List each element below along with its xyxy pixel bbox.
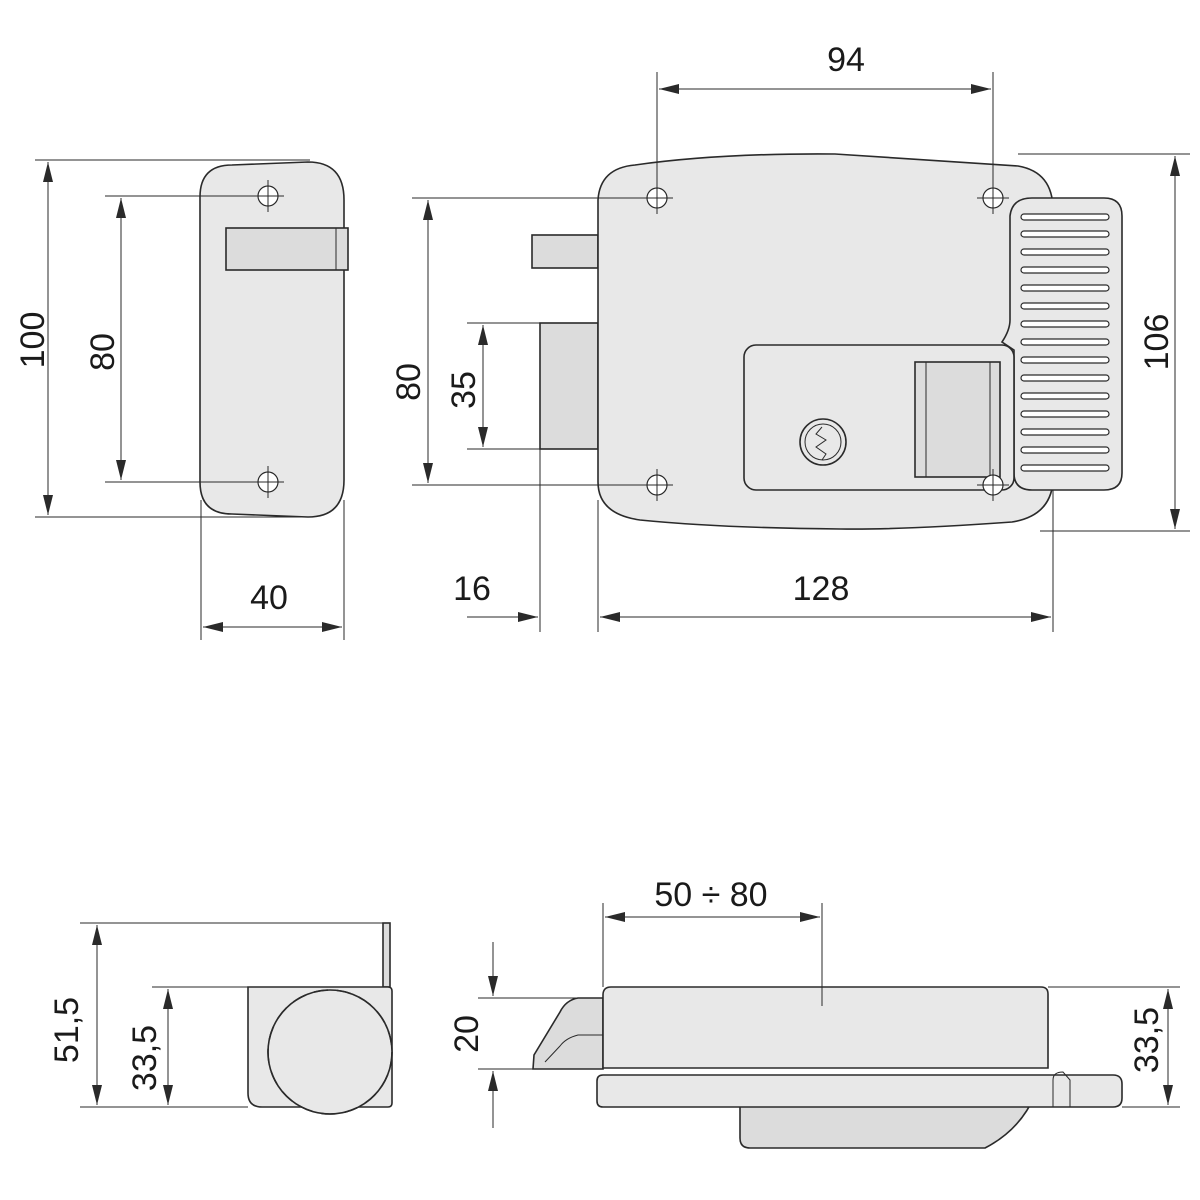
top-view-housing xyxy=(739,1094,1037,1149)
top-view-bolt xyxy=(532,997,604,1070)
end-view-plate xyxy=(382,922,391,988)
end-view-cylinder-hidden xyxy=(267,989,393,1115)
dim-end-body-depth: 33,5 xyxy=(126,1025,164,1091)
dim-front-bolt-height: 35 xyxy=(445,371,483,409)
end-view: 51,5 33,5 xyxy=(48,922,393,1115)
side-view: 100 80 40 xyxy=(14,159,349,640)
top-view: 50 ÷ 80 20 33,5 xyxy=(448,876,1180,1149)
screw-hole-icon xyxy=(252,466,284,498)
front-view: 94 80 35 106 16 128 xyxy=(390,41,1190,632)
screw-hole-icon xyxy=(977,469,1009,501)
dim-front-bolt-offset: 16 xyxy=(453,570,491,608)
dim-side-width: 40 xyxy=(250,579,288,617)
dim-front-hole-spacing-h: 94 xyxy=(827,41,865,79)
dim-front-height: 106 xyxy=(1138,314,1176,371)
side-view-bolt xyxy=(225,227,349,271)
release-button xyxy=(914,361,1001,478)
dim-front-width: 128 xyxy=(793,570,850,608)
dim-top-bolt-throw: 50 ÷ 80 xyxy=(654,876,767,914)
screw-hole-icon xyxy=(252,180,284,212)
dim-front-hole-spacing-v: 80 xyxy=(390,363,428,401)
keyhole-icon xyxy=(799,418,847,466)
top-view-base xyxy=(596,1074,1123,1108)
side-view-body xyxy=(199,161,345,518)
dim-top-body-depth: 33,5 xyxy=(1128,1007,1166,1073)
dim-side-height: 100 xyxy=(14,312,52,369)
dim-top-bolt-depth: 20 xyxy=(448,1015,486,1053)
latch-bolt xyxy=(531,234,599,269)
dead-bolt xyxy=(539,322,599,450)
grip-slots xyxy=(1020,213,1110,472)
top-view-case xyxy=(602,986,1049,1069)
dim-side-hole-spacing: 80 xyxy=(84,333,122,371)
dim-end-total-depth: 51,5 xyxy=(48,997,86,1063)
